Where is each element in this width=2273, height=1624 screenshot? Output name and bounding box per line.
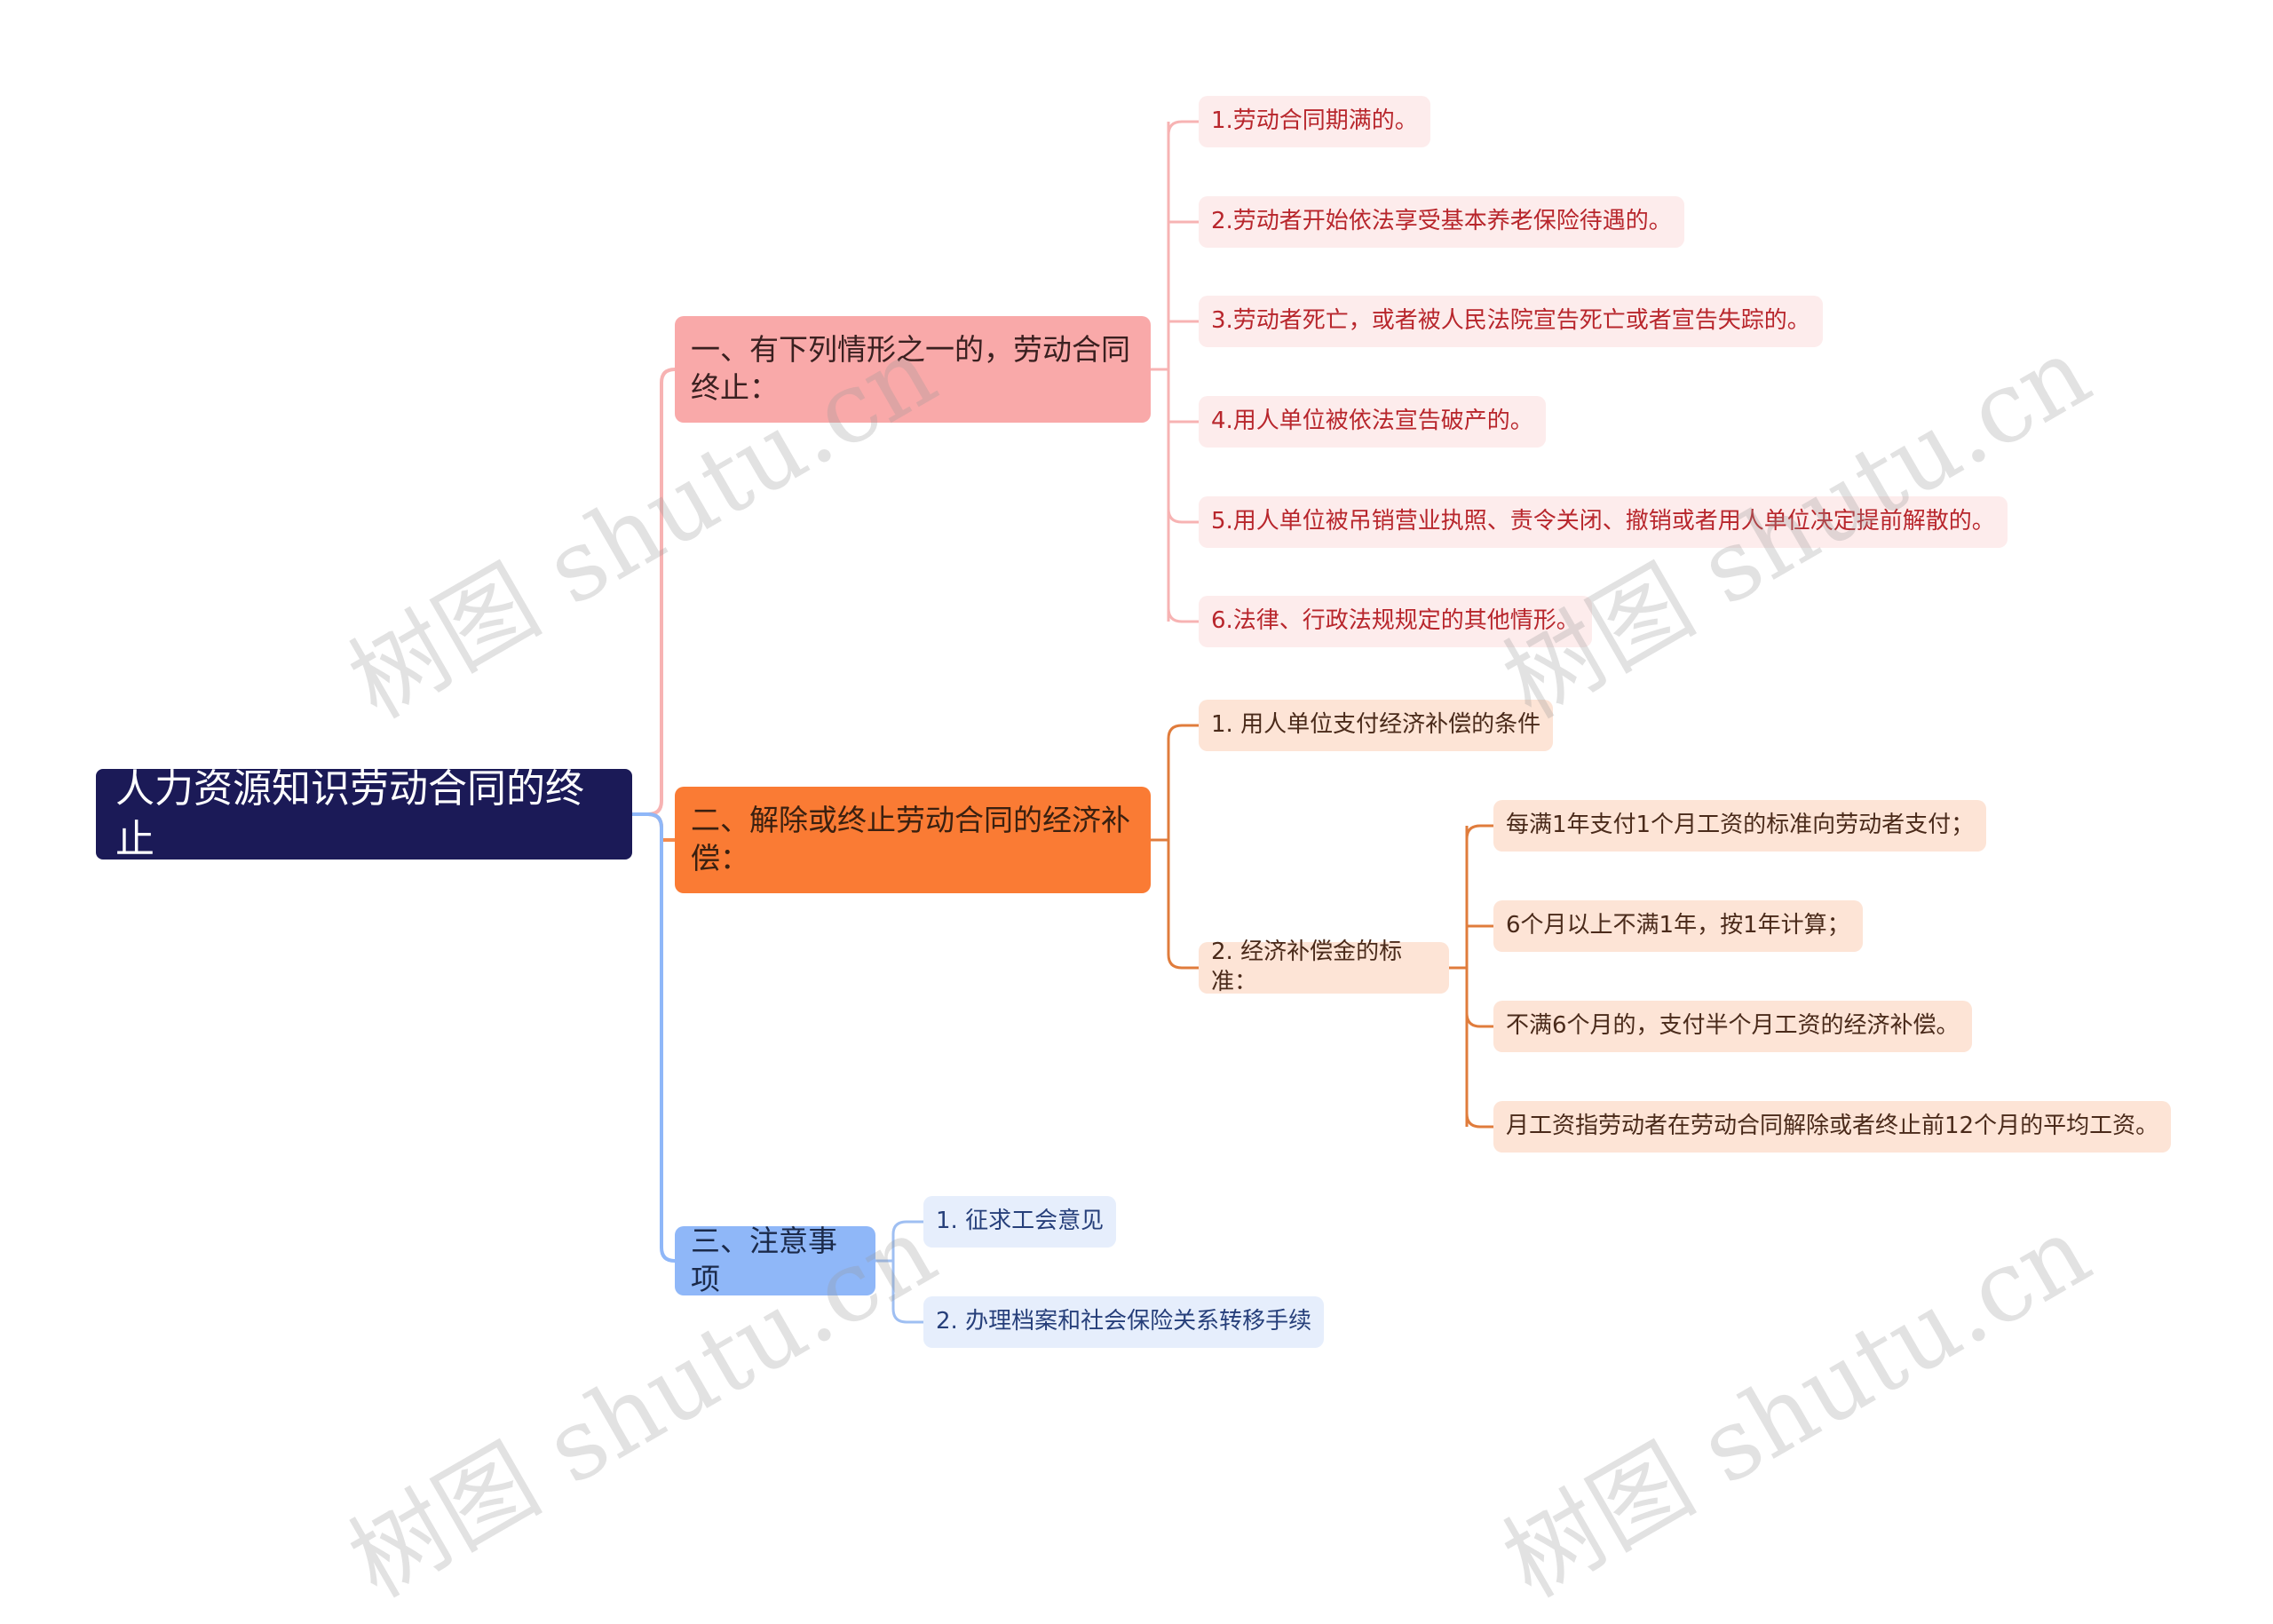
leaf-node[interactable]: 4.用人单位被依法宣告破产的。	[1199, 396, 1546, 448]
leaf-node[interactable]: 6.法律、行政法规规定的其他情形。	[1199, 596, 1592, 647]
branch-label: 一、有下列情形之一的，劳动合同终止：	[691, 332, 1130, 405]
leaf-label: 2. 经济补偿金的标准：	[1211, 939, 1403, 995]
sub-leaf-node[interactable]: 6个月以上不满1年，按1年计算；	[1493, 900, 1863, 952]
branch-node-notes[interactable]: 三、注意事项	[675, 1224, 875, 1296]
leaf-node[interactable]: 5.用人单位被吊销营业执照、责令关闭、撤销或者用人单位决定提前解散的。	[1199, 496, 2008, 548]
leaf-label: 每满1年支付1个月工资的标准向劳动者支付；	[1506, 812, 1975, 839]
leaf-node[interactable]: 2.劳动者开始依法享受基本养老保险待遇的。	[1199, 196, 1684, 248]
leaf-label: 月工资指劳动者在劳动合同解除或者终止前12个月的平均工资。	[1506, 1113, 2159, 1140]
mind-map-canvas: 人力资源知识劳动合同的终止 一、有下列情形之一的，劳动合同终止： 1.劳动合同期…	[96, 96, 2172, 1619]
leaf-label: 6个月以上不满1年，按1年计算；	[1506, 912, 1850, 939]
leaf-label: 1.劳动合同期满的。	[1211, 107, 1418, 135]
root-label: 人力资源知识劳动合同的终止	[115, 765, 584, 862]
connectors-branch3	[875, 1220, 923, 1324]
leaf-node[interactable]: 2. 经济补偿金的标准：	[1199, 939, 1449, 995]
leaf-label: 3.劳动者死亡，或者被人民法院宣告死亡或者宣告失踪的。	[1211, 307, 1810, 335]
connector-root-b2	[632, 812, 675, 842]
sub-leaf-node[interactable]: 不满6个月的，支付半个月工资的经济补偿。	[1493, 1001, 1972, 1052]
sub-leaf-node[interactable]: 每满1年支付1个月工资的标准向劳动者支付；	[1493, 800, 1987, 852]
connector-root-b1	[632, 368, 676, 816]
connector-root-b3	[632, 812, 676, 1263]
branch-node-termination-cases[interactable]: 一、有下列情形之一的，劳动合同终止：	[675, 316, 1151, 423]
connector-lines	[632, 120, 1493, 1324]
branch-node-compensation[interactable]: 二、解除或终止劳动合同的经济补偿：	[675, 787, 1151, 893]
connectors-branch1	[1151, 120, 1199, 623]
leaf-label: 1. 用人单位支付经济补偿的条件	[1211, 711, 1541, 739]
sub-leaf-node[interactable]: 月工资指劳动者在劳动合同解除或者终止前12个月的平均工资。	[1493, 1101, 2172, 1153]
leaf-label: 不满6个月的，支付半个月工资的经济补偿。	[1506, 1012, 1960, 1040]
leaf-label: 2. 办理档案和社会保险关系转移手续	[936, 1308, 1312, 1335]
leaf-label: 6.法律、行政法规规定的其他情形。	[1211, 607, 1580, 635]
leaf-label: 1. 征求工会意见	[936, 1208, 1105, 1235]
branch-label: 二、解除或终止劳动合同的经济补偿：	[691, 803, 1130, 875]
leaf-label: 2.劳动者开始依法享受基本养老保险待遇的。	[1211, 208, 1672, 235]
leaf-node[interactable]: 1. 征求工会意见	[923, 1196, 1117, 1248]
leaf-node[interactable]: 1. 用人单位支付经济补偿的条件	[1199, 700, 1554, 751]
branch-label: 三、注意事项	[691, 1224, 837, 1296]
connectors-branch2	[1151, 724, 1493, 1129]
leaf-label: 5.用人单位被吊销营业执照、责令关闭、撤销或者用人单位决定提前解散的。	[1211, 508, 1995, 535]
leaf-node[interactable]: 3.劳动者死亡，或者被人民法院宣告死亡或者宣告失踪的。	[1199, 296, 1823, 347]
leaf-label: 4.用人单位被依法宣告破产的。	[1211, 408, 1533, 435]
root-node[interactable]: 人力资源知识劳动合同的终止	[96, 766, 632, 862]
leaf-node[interactable]: 1.劳动合同期满的。	[1199, 96, 1430, 147]
leaf-node[interactable]: 2. 办理档案和社会保险关系转移手续	[923, 1296, 1325, 1348]
